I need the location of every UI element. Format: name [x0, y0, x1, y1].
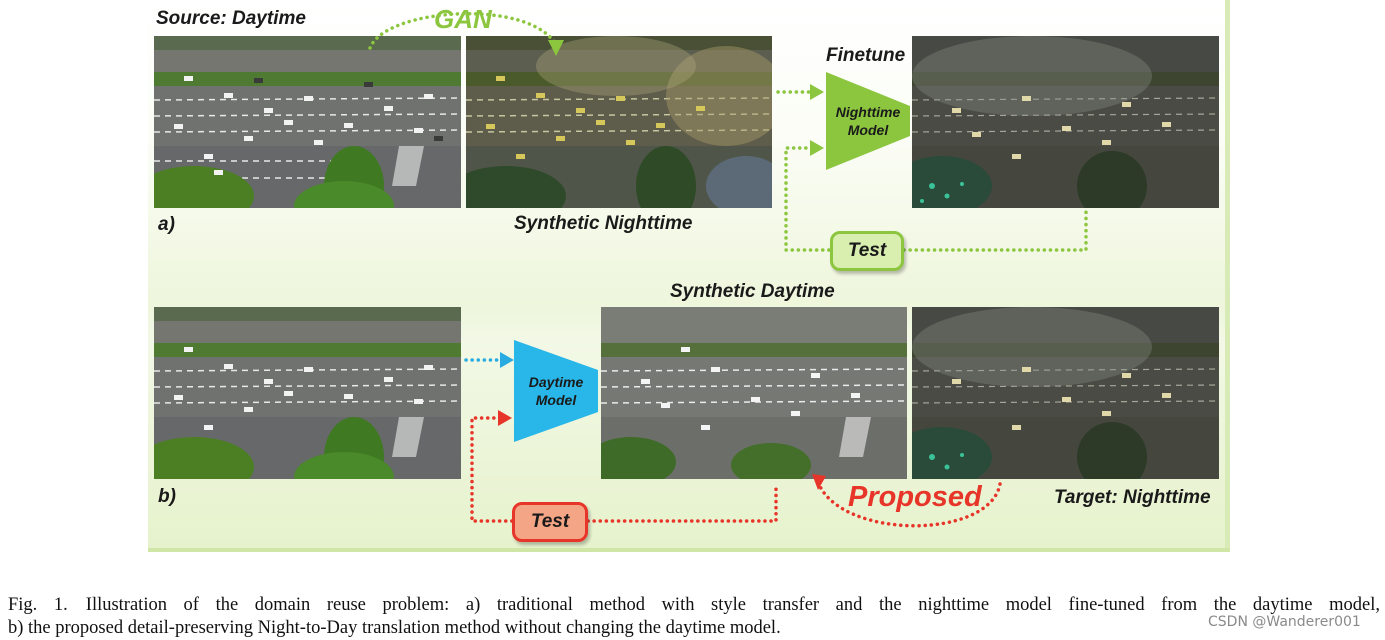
proposed-arc [816, 480, 1002, 528]
label-target-nighttime: Target: Nighttime [1054, 487, 1211, 508]
nighttime-model-label-1: Nighttime [835, 104, 901, 120]
nighttime-model-label-2: Model [847, 122, 889, 138]
panel-edge [1225, 0, 1230, 552]
watermark: CSDN @Wanderer001 [1208, 614, 1361, 630]
photo-synthetic-daytime [601, 307, 907, 479]
gan-arc [368, 12, 558, 50]
label-finetune: Finetune [826, 45, 906, 66]
daytime-model-label-2: Model [535, 392, 577, 408]
arrowhead-red [498, 410, 512, 426]
panel-bottom-edge [148, 548, 1230, 552]
arrowhead-proposed [812, 474, 826, 490]
arrowheads [548, 40, 824, 156]
caption-line-1: Illustration of the domain reuse problem… [85, 595, 1380, 615]
photo-target-nighttime-b [912, 307, 1219, 479]
photo-source-daytime [154, 36, 461, 208]
label-synthetic-nighttime: Synthetic Nighttime [514, 213, 693, 234]
label-panel-b: b) [158, 486, 176, 507]
caption-line-2: b) the proposed detail-preserving Night-… [8, 618, 781, 638]
caption-fig-number: Fig. 1. [8, 595, 68, 615]
test-loop-b-right [586, 482, 778, 523]
photo-source-daytime-b [154, 307, 461, 479]
test-loop-a [784, 146, 832, 252]
test-loop-a-right [902, 210, 1088, 252]
test-loop-b-left [470, 416, 514, 523]
label-source-daytime: Source: Daytime [156, 8, 306, 29]
daytime-model-label-1: Daytime [528, 374, 584, 390]
label-synthetic-daytime: Synthetic Daytime [670, 281, 835, 302]
photo-synthetic-nighttime [466, 36, 772, 208]
label-proposed: Proposed [848, 481, 982, 513]
arrowhead-blue [500, 352, 514, 368]
test-box-b: Test [512, 502, 588, 542]
test-box-a: Test [830, 231, 904, 271]
nighttime-model: Nighttime Model [826, 72, 910, 170]
photo-target-nighttime-a [912, 36, 1219, 208]
label-gan: GAN [434, 4, 492, 34]
figure-caption: Fig. 1. Illustration of the domain reuse … [8, 594, 1380, 640]
label-panel-a: a) [158, 214, 175, 235]
daytime-model: Daytime Model [514, 340, 598, 442]
